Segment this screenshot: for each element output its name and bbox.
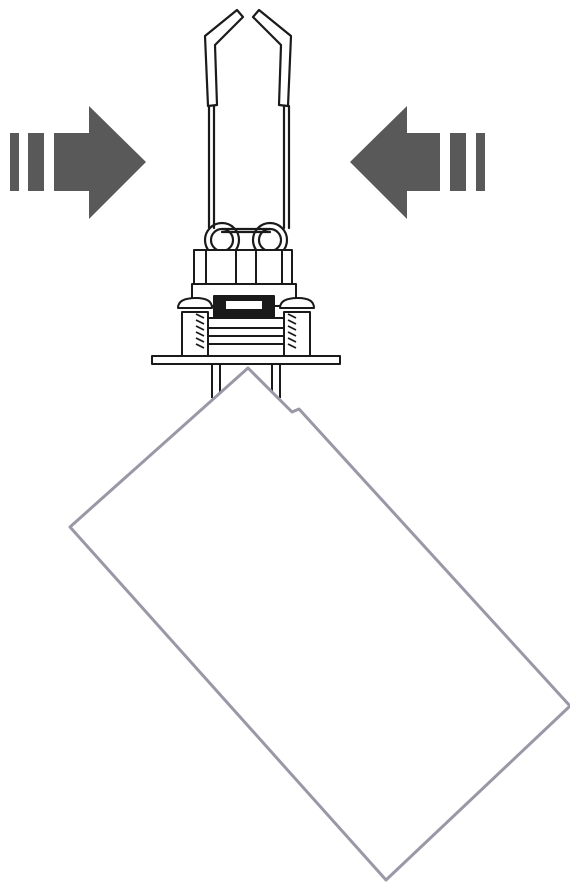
mounting-hardware-icon	[151, 249, 341, 398]
left-push-arrow-icon	[10, 106, 146, 219]
arrow-stripe	[450, 133, 466, 191]
right-push-arrow-icon	[350, 106, 485, 219]
arrow-stripe	[10, 133, 19, 191]
arrow-stripe	[476, 133, 485, 191]
panel-body	[68, 366, 570, 882]
tilted-panel-icon	[68, 366, 570, 882]
arrow-head	[54, 106, 146, 219]
arrow-head	[350, 106, 440, 219]
arrow-stripe	[28, 133, 44, 191]
